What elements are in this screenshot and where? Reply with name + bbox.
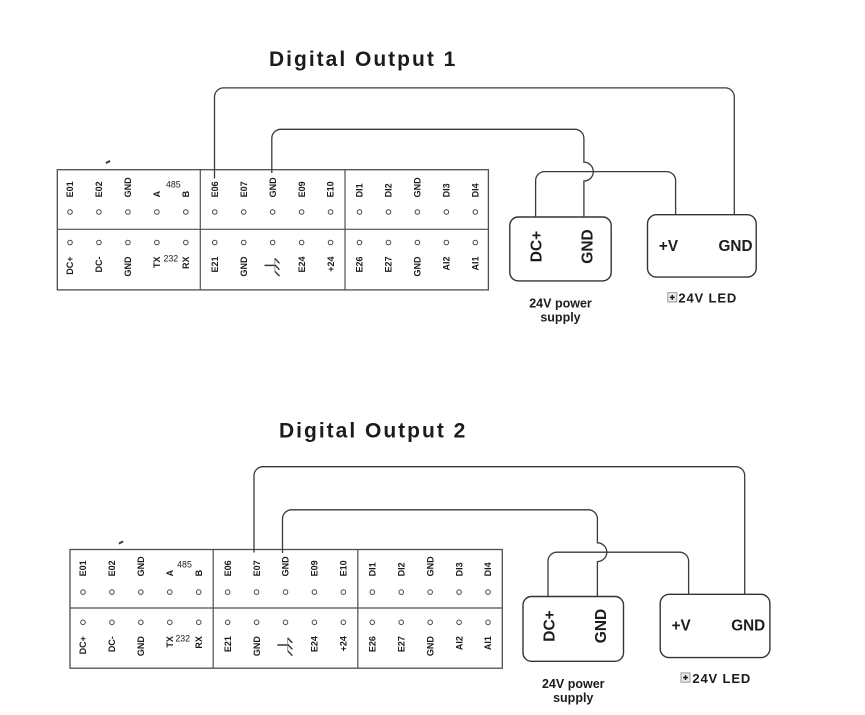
svg-text:485: 485 bbox=[177, 560, 192, 570]
svg-text:E21: E21 bbox=[210, 257, 220, 273]
svg-text:E02: E02 bbox=[107, 560, 117, 576]
svg-text:GND: GND bbox=[239, 256, 249, 277]
svg-text:DI1: DI1 bbox=[368, 562, 378, 576]
svg-text:GND: GND bbox=[425, 556, 435, 577]
svg-text:supply: supply bbox=[553, 691, 593, 705]
svg-text:E09: E09 bbox=[310, 560, 320, 576]
svg-text:RX: RX bbox=[194, 636, 204, 649]
svg-text:B: B bbox=[194, 569, 204, 576]
svg-text:AI2: AI2 bbox=[442, 257, 452, 271]
svg-text:GND: GND bbox=[425, 636, 435, 657]
svg-text:GND: GND bbox=[413, 256, 423, 277]
svg-text:GND: GND bbox=[136, 556, 146, 577]
svg-text:+V: +V bbox=[659, 238, 679, 255]
svg-text:TX: TX bbox=[165, 636, 175, 648]
svg-text:E01: E01 bbox=[78, 560, 88, 576]
svg-text:GND: GND bbox=[413, 177, 423, 198]
svg-text:DC-: DC- bbox=[107, 636, 117, 652]
svg-text:DI2: DI2 bbox=[396, 562, 406, 576]
svg-text:E26: E26 bbox=[355, 257, 365, 273]
svg-text:E02: E02 bbox=[94, 181, 104, 197]
svg-text:24V LED: 24V LED bbox=[692, 671, 751, 686]
svg-text:DI2: DI2 bbox=[384, 183, 394, 197]
svg-text:DC+: DC+ bbox=[528, 231, 545, 262]
svg-text:E24: E24 bbox=[297, 257, 307, 273]
svg-text:DI4: DI4 bbox=[483, 562, 493, 576]
svg-text:B: B bbox=[181, 190, 191, 197]
svg-text:Digital Output 2: Digital Output 2 bbox=[279, 420, 467, 443]
svg-text:GND: GND bbox=[136, 636, 146, 657]
svg-text:DI3: DI3 bbox=[442, 183, 452, 197]
svg-text:GND: GND bbox=[281, 556, 291, 577]
svg-text:GND: GND bbox=[593, 609, 610, 643]
svg-text:E27: E27 bbox=[396, 636, 406, 652]
svg-text:+24: +24 bbox=[339, 636, 349, 651]
svg-text:GND: GND bbox=[580, 229, 597, 263]
svg-text:A: A bbox=[165, 569, 175, 576]
svg-text:TX: TX bbox=[152, 257, 162, 269]
svg-text:GND: GND bbox=[719, 238, 753, 255]
svg-text:E06: E06 bbox=[210, 181, 220, 197]
svg-text:supply: supply bbox=[540, 311, 580, 325]
svg-text:DC+: DC+ bbox=[78, 636, 88, 654]
svg-text:DI4: DI4 bbox=[471, 183, 481, 197]
svg-text:GND: GND bbox=[252, 636, 262, 657]
svg-text:E06: E06 bbox=[223, 560, 233, 576]
svg-text:+V: +V bbox=[672, 618, 692, 635]
svg-text:A: A bbox=[152, 190, 162, 197]
svg-text:E09: E09 bbox=[297, 181, 307, 197]
svg-text:GND: GND bbox=[268, 177, 278, 198]
svg-text:24V power: 24V power bbox=[529, 296, 592, 310]
svg-text:24V LED: 24V LED bbox=[678, 291, 737, 306]
svg-text:E10: E10 bbox=[326, 181, 336, 197]
svg-text:E26: E26 bbox=[368, 636, 378, 652]
svg-text:AI1: AI1 bbox=[483, 636, 493, 650]
svg-text:E01: E01 bbox=[65, 181, 75, 197]
svg-text:232: 232 bbox=[163, 254, 178, 264]
svg-text:DI1: DI1 bbox=[355, 183, 365, 197]
svg-text:RX: RX bbox=[181, 257, 191, 270]
svg-text:DC+: DC+ bbox=[65, 257, 75, 275]
svg-text:E24: E24 bbox=[310, 636, 320, 652]
svg-text:DC+: DC+ bbox=[542, 610, 559, 641]
svg-text:E21: E21 bbox=[223, 636, 233, 652]
svg-text:AI2: AI2 bbox=[454, 636, 464, 650]
svg-text:DC-: DC- bbox=[94, 257, 104, 273]
svg-text:232: 232 bbox=[175, 633, 190, 643]
svg-text:+24: +24 bbox=[326, 257, 336, 272]
svg-text:Digital Output 1: Digital Output 1 bbox=[269, 48, 457, 71]
svg-text:E10: E10 bbox=[339, 560, 349, 576]
svg-text:AI1: AI1 bbox=[471, 257, 481, 271]
svg-text:E27: E27 bbox=[384, 257, 394, 273]
svg-text:GND: GND bbox=[731, 618, 765, 635]
svg-text:24V power: 24V power bbox=[542, 677, 605, 691]
svg-text:DI3: DI3 bbox=[454, 562, 464, 576]
svg-text:GND: GND bbox=[123, 177, 133, 198]
svg-text:E07: E07 bbox=[239, 181, 249, 197]
svg-text:485: 485 bbox=[166, 180, 181, 190]
svg-text:GND: GND bbox=[123, 256, 133, 277]
svg-text:E07: E07 bbox=[252, 560, 262, 576]
